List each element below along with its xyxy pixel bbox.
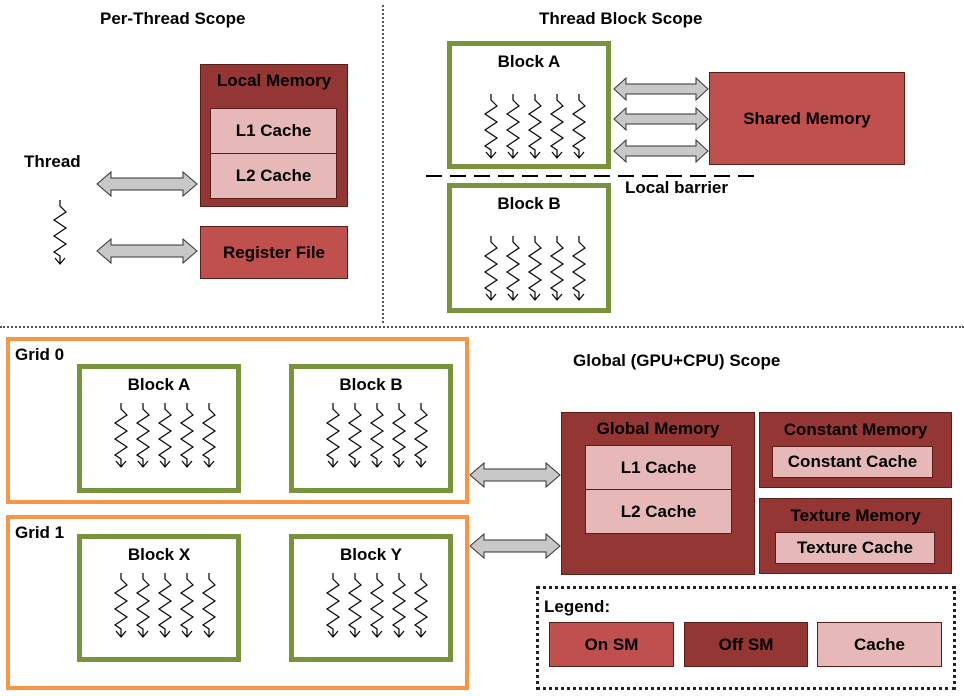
- grid1-block-x: Block X: [77, 534, 241, 662]
- thread-squiggles-icon: [325, 403, 429, 468]
- legend-cache: Cache: [817, 622, 942, 667]
- shared-memory-arrow-icon: [613, 76, 709, 102]
- legend-off-sm: Off SM: [684, 622, 808, 667]
- shared-memory-arrow-icon: [613, 106, 709, 132]
- legend-on-sm: On SM: [549, 622, 674, 667]
- grid0-block-a-label: Block A: [127, 375, 191, 394]
- thread-squiggles-icon: [483, 94, 587, 159]
- scope-block-a: Block A: [447, 41, 611, 169]
- grid0-block-b-label: Block B: [339, 375, 403, 394]
- legend-title: Legend:: [544, 597, 611, 616]
- grid1-block-y: Block Y: [289, 534, 453, 662]
- grid0-global-memory-arrow-icon: [469, 461, 561, 489]
- thread-squiggles-icon: [113, 573, 217, 638]
- per-thread-scope-title: Per-Thread Scope: [100, 9, 246, 28]
- thread-register-file-arrow-icon: [96, 237, 198, 265]
- thread-label: Thread: [24, 152, 81, 171]
- thread-squiggles-icon: [113, 403, 217, 468]
- thread-squiggles-icon: [483, 236, 587, 301]
- thread-l2-cache: L2 Cache: [210, 153, 337, 199]
- local-memory-label: Local Memory: [216, 71, 332, 90]
- scope-divider-horizontal: [0, 326, 964, 328]
- scope-block-a-label: Block A: [497, 52, 561, 71]
- register-file-box: Register File: [200, 226, 348, 279]
- thread-block-scope-title: Thread Block Scope: [539, 9, 703, 28]
- shared-memory-arrow-icon: [613, 138, 709, 164]
- legend: Legend:: [536, 586, 956, 690]
- scope-block-b-label: Block B: [497, 194, 561, 213]
- constant-cache-box: Constant Cache: [772, 446, 933, 478]
- grid1-block-y-label: Block Y: [339, 545, 403, 564]
- grid1-block-x-label: Block X: [127, 545, 191, 564]
- grid1-global-memory-arrow-icon: [469, 532, 561, 560]
- shared-memory-box: Shared Memory: [709, 72, 905, 165]
- thread-local-memory-arrow-icon: [96, 170, 198, 198]
- constant-memory-label: Constant Memory: [783, 420, 928, 439]
- scope-block-b: Block B: [447, 183, 611, 313]
- local-barrier-line: [426, 175, 756, 177]
- grid0-block-b: Block B: [289, 364, 453, 493]
- global-memory-label: Global Memory: [596, 419, 720, 438]
- grid-1-label: Grid 1: [15, 523, 65, 542]
- thread-l1-cache: L1 Cache: [210, 108, 337, 154]
- texture-cache-box: Texture Cache: [775, 532, 935, 564]
- grid0-block-a: Block A: [77, 364, 241, 493]
- local-barrier-label: Local barrier: [625, 178, 728, 197]
- global-l2-cache: L2 Cache: [585, 489, 732, 534]
- global-l1-cache: L1 Cache: [585, 445, 732, 490]
- grid-0-label: Grid 0: [15, 345, 65, 364]
- thread-squiggles-icon: [325, 573, 429, 638]
- global-scope-title: Global (GPU+CPU) Scope: [573, 351, 781, 370]
- texture-memory-label: Texture Memory: [790, 506, 921, 525]
- scope-divider-vertical: [382, 5, 384, 323]
- thread-squiggle-icon: [52, 200, 68, 265]
